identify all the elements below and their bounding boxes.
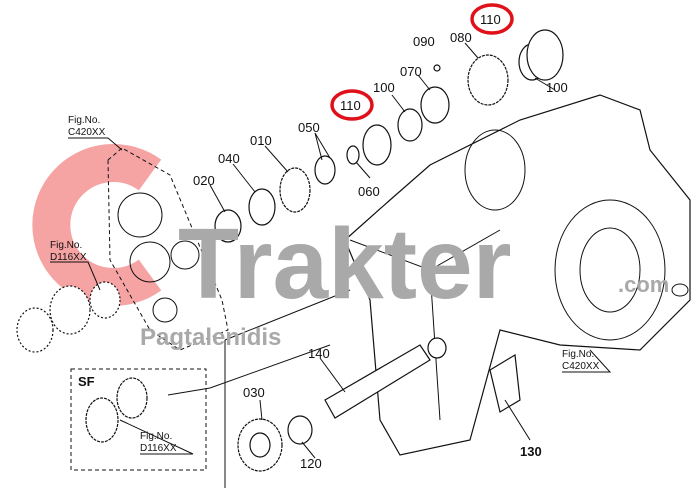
label-130: 130 [520, 444, 542, 459]
label-050: 050 [298, 120, 320, 135]
figref-c420-left-code: C420XX [68, 127, 106, 138]
figref-d116-left-title: Fig.No. [50, 240, 82, 251]
part-100-snap-ring [397, 108, 423, 142]
watermark-owner: Pagtalenidis [140, 324, 281, 351]
part-010-gear [279, 167, 311, 213]
watermark-brand: Trakter [178, 208, 512, 320]
highlight-circles [330, 3, 514, 121]
label-110-mid: 110 [340, 98, 361, 113]
lower-shaft-parts [237, 344, 521, 472]
label-060: 060 [358, 184, 380, 199]
label-080: 080 [450, 30, 472, 45]
transmission-housing [344, 94, 691, 456]
figref-d116-sf-code: D116XX [140, 443, 177, 454]
watermark-initial-logo [32, 144, 162, 306]
label-100-right: 100 [546, 80, 568, 95]
watermark-domain: .com [618, 272, 669, 297]
front-cover-plate [107, 147, 229, 351]
figref-d116-left-code: D116XX [50, 252, 87, 263]
figref-d116-sf-title: Fig.No. [140, 431, 172, 442]
highlight-110-mid [330, 89, 374, 121]
label-100-left: 100 [373, 80, 395, 95]
label-020: 020 [193, 173, 215, 188]
part-040-bearing [248, 188, 276, 226]
figref-c420-right-code: C420XX [562, 361, 600, 372]
label-030: 030 [243, 385, 265, 400]
highlight-110-top [470, 3, 514, 35]
label-040: 040 [218, 151, 240, 166]
upper-shaft-parts [214, 29, 564, 243]
sf-label: SF [78, 374, 95, 389]
part-110-ring [362, 124, 392, 166]
part-050-needle-bearing [314, 155, 336, 185]
leader-lines [50, 42, 612, 488]
label-120: 120 [300, 456, 322, 471]
label-070: 070 [400, 64, 422, 79]
figref-c420-right-title: Fig.No. [562, 349, 594, 360]
part-020-collar [214, 209, 242, 243]
sf-inset-box: SF [70, 344, 331, 471]
watermark: Trakter .com Pagtalenidis [140, 208, 669, 351]
part-080-sleeve [467, 54, 509, 106]
part-130-valve [489, 354, 521, 413]
part-120-bearing [287, 415, 313, 445]
part-070-hub [420, 86, 450, 124]
part-060-circlip [346, 145, 360, 165]
label-090: 090 [413, 34, 435, 49]
part-090-key [433, 64, 441, 72]
part-110-ring-right [526, 29, 564, 81]
figref-c420-left-title: Fig.No. [68, 115, 100, 126]
gear-cluster-left [16, 281, 121, 353]
label-140: 140 [308, 346, 330, 361]
label-010: 010 [250, 133, 272, 148]
part-labels: 110 090 080 070 100 100 110 050 010 040 … [193, 12, 568, 471]
label-110-top: 110 [480, 12, 501, 27]
figure-references: Fig.No. C420XX Fig.No. D116XX Fig.No. C4… [50, 115, 600, 454]
part-140-shaft [324, 344, 431, 419]
